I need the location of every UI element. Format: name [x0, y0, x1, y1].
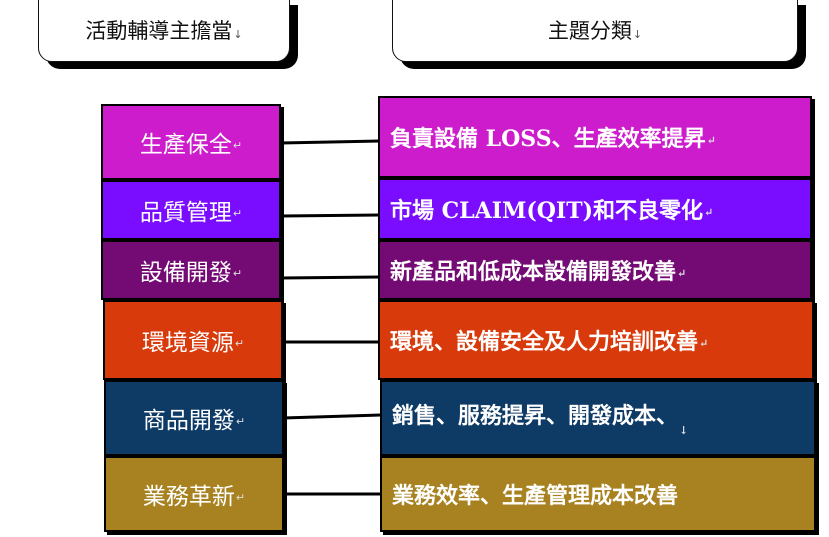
paragraph-mark-icon: ↓ — [679, 423, 689, 437]
category-label: 生產保全 — [139, 132, 232, 158]
topic-label: 市場 CLAIM(QIT)和不良零化 — [390, 198, 703, 224]
paragraph-mark-icon: ↵ — [706, 133, 716, 147]
paragraph-mark-icon: ↵ — [704, 205, 714, 219]
category-box: 生產保全↵ — [101, 104, 281, 180]
category-label: 設備開發 — [139, 260, 232, 286]
header-activity-lead: 活動輔導主擔當↓ — [38, 0, 290, 62]
paragraph-mark-icon: ↵ — [232, 206, 243, 220]
category-label: 品質管理 — [139, 200, 232, 226]
topic-label: 環境、設備安全及人力培訓改善 — [390, 329, 699, 355]
paragraph-mark-icon: ↓ — [233, 27, 243, 41]
paragraph-mark-icon: ↵ — [232, 138, 243, 152]
paragraph-mark-icon: ↓ — [632, 27, 643, 41]
header-topic-category-label: 主題分類 — [547, 19, 632, 43]
category-label: 業務革新 — [142, 484, 235, 510]
category-box: 環境資源↵ — [103, 300, 283, 380]
topic-label: 業務效率、生產管理成本改善 — [392, 483, 679, 509]
topic-box: 新產品和低成本設備開發改善↵ — [378, 240, 812, 300]
paragraph-mark-icon: ↵ — [234, 336, 245, 350]
header-topic-category: 主題分類↓ — [392, 0, 798, 62]
topic-box: 銷售、服務提昇、開發成本、↓ — [380, 380, 816, 456]
topic-label: 負責設備 LOSS、生產效率提昇 — [390, 126, 706, 152]
category-box: 商品開發↵ — [104, 380, 284, 456]
connector-line-1 — [280, 139, 381, 145]
paragraph-mark-icon: ↵ — [235, 414, 246, 428]
connector-line-3 — [280, 275, 381, 280]
topic-box: 負責設備 LOSS、生產效率提昇↵ — [378, 96, 812, 178]
paragraph-mark-icon: ↵ — [677, 266, 687, 280]
topic-box: 環境、設備安全及人力培訓改善↵ — [378, 300, 814, 380]
topic-box: 業務效率、生產管理成本改善 — [380, 456, 816, 532]
category-label: 環境資源 — [141, 330, 234, 356]
connector-line-5 — [282, 413, 382, 420]
paragraph-mark-icon: ↵ — [699, 336, 709, 350]
topic-label: 新產品和低成本設備開發改善 — [390, 259, 677, 285]
category-box: 品質管理↵ — [101, 180, 281, 240]
category-box: 業務革新↵ — [104, 456, 284, 532]
header-activity-lead-label: 活動輔導主擔當 — [85, 19, 233, 43]
paragraph-mark-icon: ↵ — [235, 490, 246, 504]
topic-box: 市場 CLAIM(QIT)和不良零化↵ — [378, 178, 812, 240]
connector-line-2 — [280, 213, 381, 218]
topic-label: 銷售、服務提昇、開發成本、 — [392, 403, 679, 429]
category-box: 設備開發↵ — [101, 240, 281, 300]
category-label: 商品開發 — [142, 408, 235, 434]
paragraph-mark-icon: ↵ — [232, 266, 243, 280]
